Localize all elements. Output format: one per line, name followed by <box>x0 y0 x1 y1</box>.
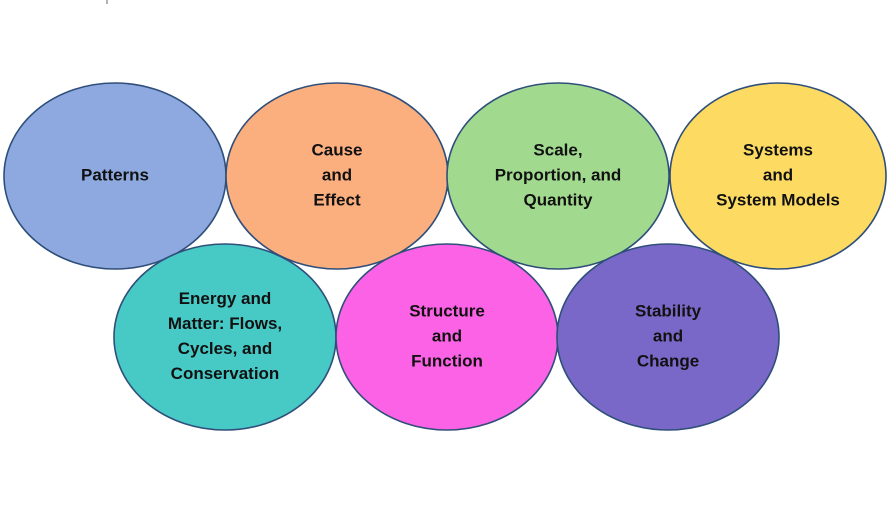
concept-label-line: Effect <box>313 190 361 209</box>
concept-ellipse <box>556 243 780 431</box>
concept-label-line: Proportion, and <box>495 165 622 184</box>
concept-ellipse <box>669 82 887 270</box>
concept-label-line: Energy and <box>179 289 272 308</box>
concept-label-line: and <box>322 165 352 184</box>
concept-ellipse <box>446 82 670 270</box>
concept-label-line: Stability <box>635 301 702 320</box>
concept-label-line: Systems <box>743 140 813 159</box>
concept-label-line: and <box>432 326 462 345</box>
concept-label-line: Change <box>637 351 699 370</box>
concept-label-line: Cycles, and <box>178 339 273 358</box>
concept-label-line: and <box>653 326 683 345</box>
concept-ellipse <box>113 243 337 431</box>
concept-label-line: and <box>763 165 793 184</box>
concept-label-line: Quantity <box>524 190 593 209</box>
concept-label-line: Function <box>411 351 483 370</box>
concept-patterns: Patterns <box>3 82 227 270</box>
concept-label-line: Cause <box>311 140 362 159</box>
concept-label-line: Structure <box>409 301 485 320</box>
concept-label-line: Conservation <box>171 364 280 383</box>
concept-ellipses: PatternsCauseandEffectScale,Proportion, … <box>3 82 887 431</box>
concept-label-line: Matter: Flows, <box>168 314 282 333</box>
concept-label-line: System Models <box>716 190 840 209</box>
concept-label-line: Scale, <box>533 140 582 159</box>
concept-label-line: Patterns <box>81 165 149 184</box>
